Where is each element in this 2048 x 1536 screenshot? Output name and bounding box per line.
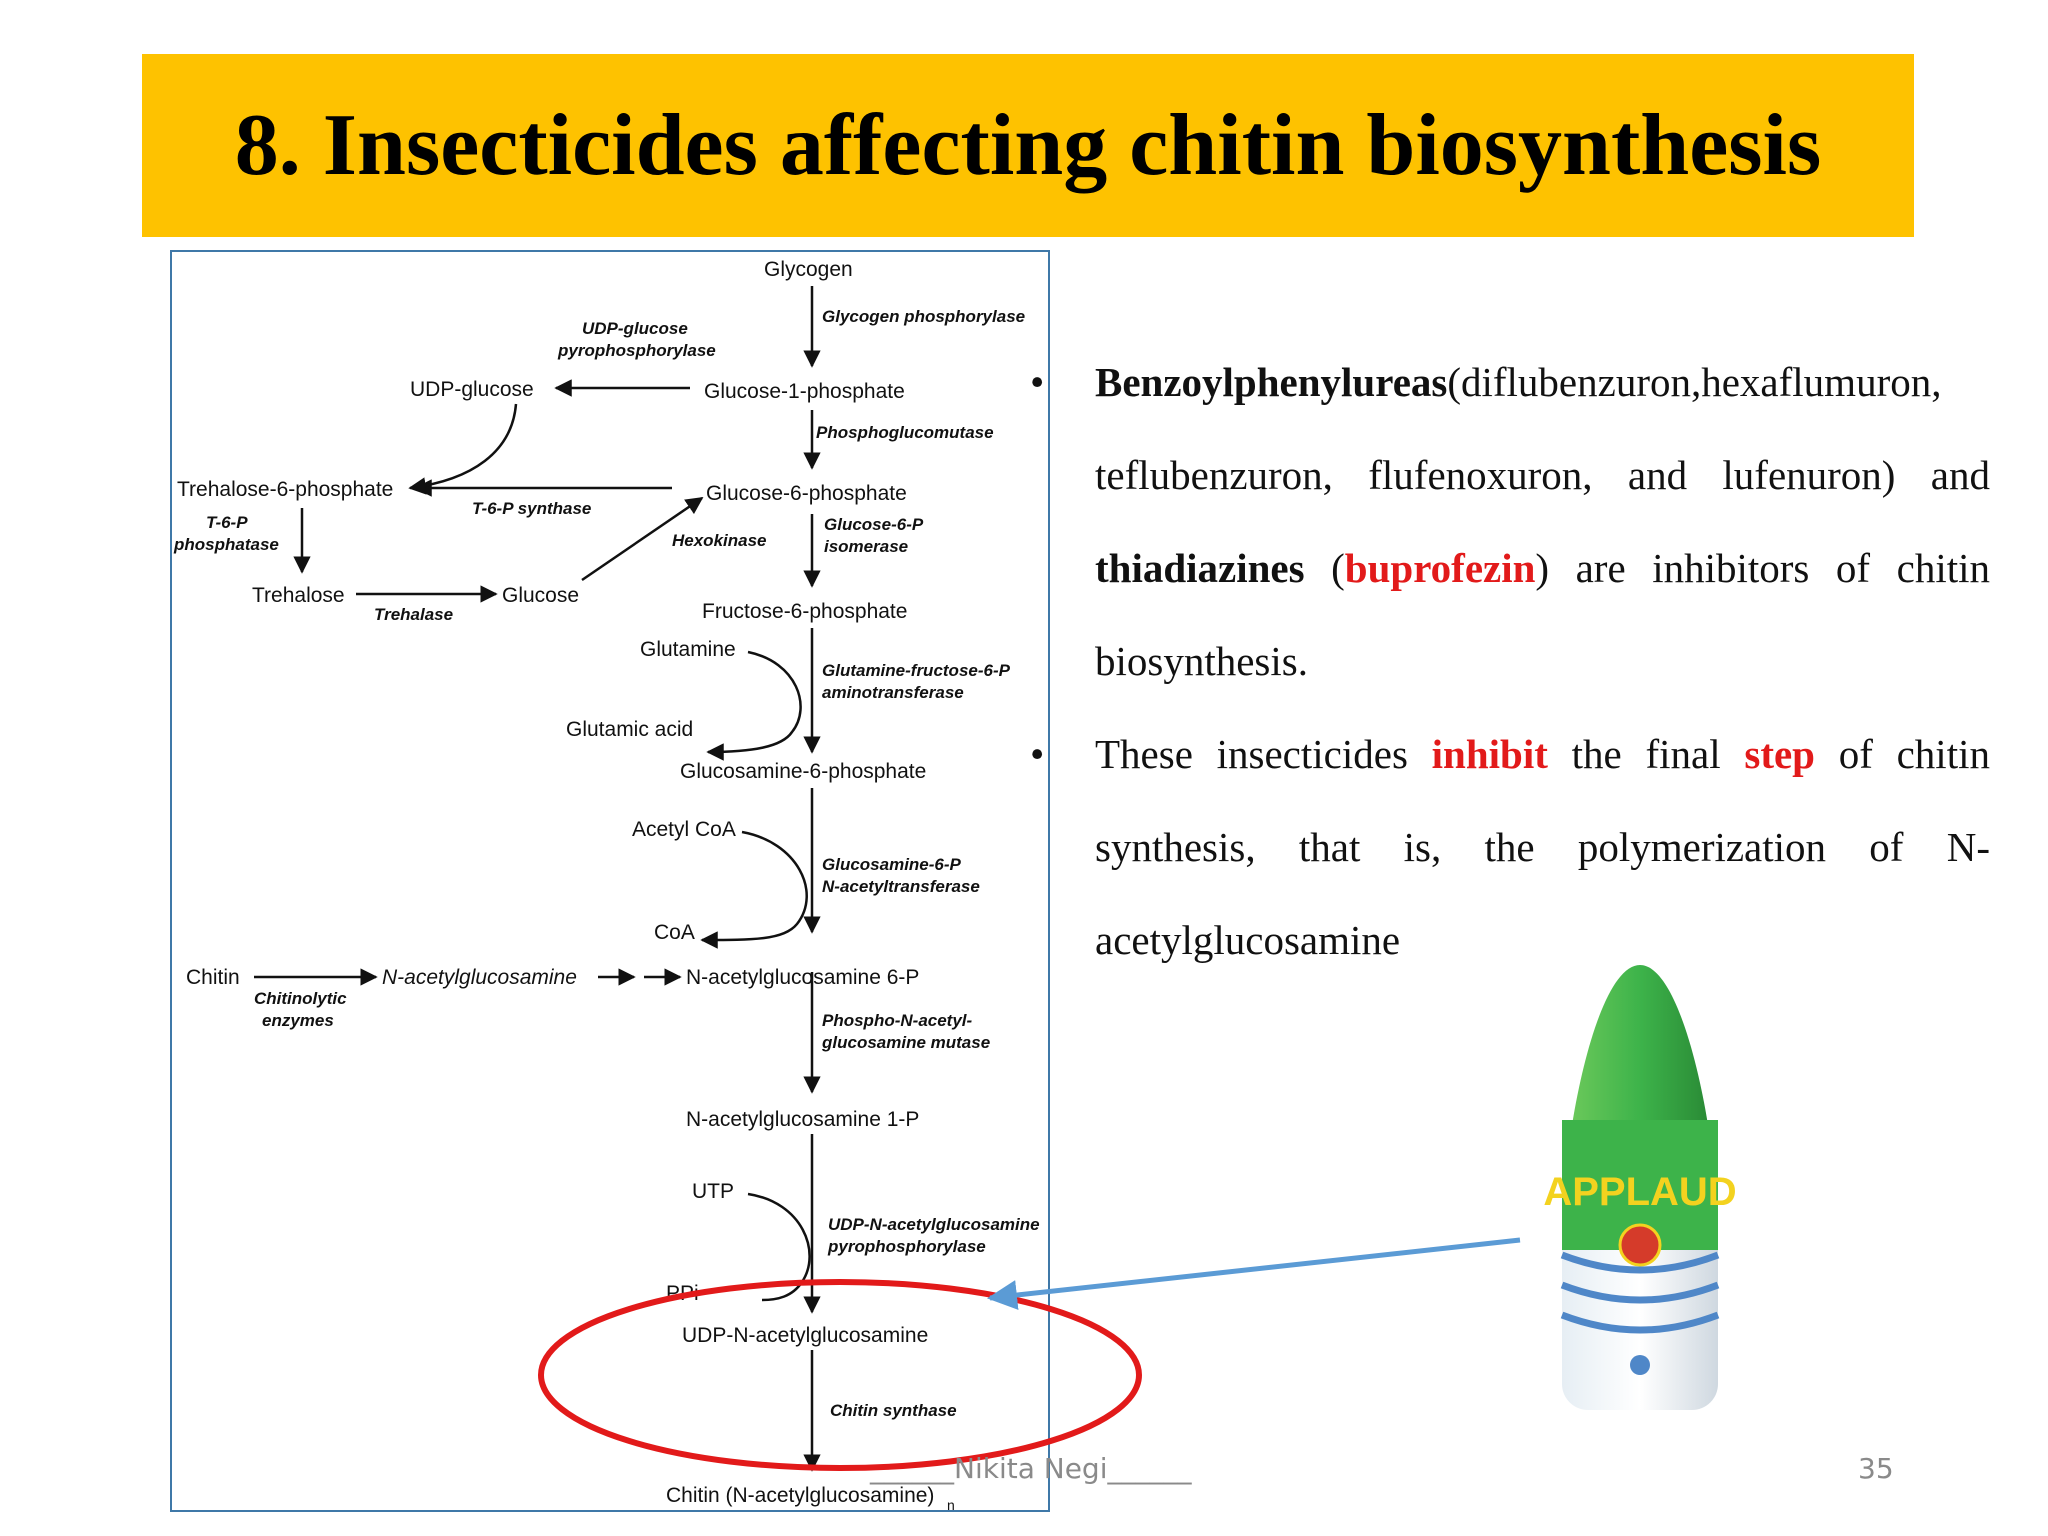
pathway-svg: Glycogen UDP-glucose Glucose-1-phosphate… [173,258,1142,1513]
node-udp-n-acetylglucosamine: UDP-N-acetylglucosamine [682,1324,928,1347]
enzyme-t6p-phosphatase-2: phosphatase [173,535,279,554]
node-n-acetylglucosamine-6p: N-acetylglucosamine 6-P [686,966,919,989]
enzyme-glucose-6p-isomerase-2: isomerase [824,537,908,556]
enzyme-udp-glucose-pyro-1: UDP-glucose [582,319,688,338]
term-inhibit: inhibit [1431,731,1548,777]
enzyme-hexokinase: Hexokinase [672,531,767,550]
node-acetyl-coa: Acetyl CoA [632,818,736,841]
bullet-dot: • [1030,731,1045,777]
enzyme-gfat-1: Glutamine-fructose-6-P [822,661,1011,680]
node-glucosamine-6-phosphate: Glucosamine-6-phosphate [680,760,926,783]
term-thiadiazines: thiadiazines [1095,545,1305,591]
node-n-acetylglucosamine: N-acetylglucosamine [382,966,577,989]
node-glucose: Glucose [502,584,579,607]
node-glucose-1-phosphate: Glucose-1-phosphate [704,380,905,403]
node-chitin-product-subscript: n [947,1497,955,1513]
enzyme-agm-1: Phospho-N-acetyl- [822,1011,973,1030]
enzyme-chitin-synthase: Chitin synthase [830,1401,957,1420]
bullet-item-inhibit: • These insecticides inhibit the final s… [1020,708,1990,987]
node-trehalose-6-phosphate: Trehalose-6-phosphate [177,478,393,501]
node-glutamine: Glutamine [640,638,736,661]
node-glutamic-acid: Glutamic acid [566,718,693,741]
footer-author: ______Nikita Negi______ [870,1452,1192,1485]
title-banner: 8. Insecticides affecting chitin biosynt… [142,54,1914,237]
applaud-bottle-image: APPLAUD [1543,965,1737,1410]
chitin-pathway-diagram: Glycogen UDP-glucose Glucose-1-phosphate… [170,250,1142,1513]
node-chitin: Chitin [186,966,240,989]
enzyme-agm-2: glucosamine mutase [821,1033,990,1052]
bullet-text: These insecticides [1095,731,1432,777]
node-udp-glucose: UDP-glucose [410,378,534,401]
main-pathway-arrows [254,286,821,1472]
enzyme-gfat-2: aminotransferase [822,683,964,702]
enzyme-chitinolytic-2: enzymes [262,1011,334,1030]
enzyme-phosphoglucomutase: Phosphoglucomutase [816,423,994,442]
node-trehalose: Trehalose [252,584,345,607]
enzyme-trehalase: Trehalase [374,605,453,624]
node-coa: CoA [654,921,695,944]
node-glycogen: Glycogen [764,258,853,281]
enzyme-t6p-synthase: T-6-P synthase [472,499,591,518]
bullet-item-benzoylphenylureas: • Benzoylphenylureas(diflubenzuron,hexaf… [1020,336,1990,708]
bullet-text: ( [1304,545,1345,591]
slide-title: 8. Insecticides affecting chitin biosynt… [234,97,1822,194]
enzyme-chitinolytic-1: Chitinolytic [254,989,347,1008]
enzyme-uap-1: UDP-N-acetylglucosamine [828,1215,1040,1234]
enzyme-t6p-phosphatase-1: T-6-P [206,513,248,532]
term-benzoylphenylureas: Benzoylphenylureas [1095,359,1448,405]
enzyme-udp-glucose-pyro-2: pyrophosphorylase [557,341,716,360]
enzyme-uap-2: pyrophosphorylase [827,1237,986,1256]
bullet-dot: • [1030,359,1045,405]
highlight-ellipse [538,1279,1142,1471]
node-fructose-6-phosphate: Fructose-6-phosphate [702,600,907,623]
node-utp: UTP [692,1180,734,1203]
bullet-text: (diflubenzuron,hexaflumuron, teflubenzur… [1095,359,1990,498]
enzyme-glycogen-phosphorylase: Glycogen phosphorylase [822,307,1025,326]
enzyme-gna-2: N-acetyltransferase [822,877,980,896]
bullet-text: ) are inhibitors of chitin biosynthesis. [1095,545,1990,684]
page-number: 35 [1858,1452,1894,1485]
node-chitin-product: Chitin (N-acetylglucosamine) [666,1484,934,1507]
pointer-arrow [987,1237,1521,1310]
bullet-text: the final [1547,731,1745,777]
enzyme-glucose-6p-isomerase-1: Glucose-6-P [824,515,924,534]
term-step: step [1744,731,1815,777]
node-glucose-6-phosphate: Glucose-6-phosphate [706,482,907,505]
bullet-list: • Benzoylphenylureas(diflubenzuron,hexaf… [1020,336,1990,987]
term-buprofezin: buprofezin [1344,545,1536,591]
bullet-text: of chitin synthesis, that is, the polyme… [1095,731,1990,963]
enzyme-gna-1: Glucosamine-6-P [822,855,962,874]
bottle-brand-text: APPLAUD [1543,1170,1736,1214]
node-n-acetylglucosamine-1p: N-acetylglucosamine 1-P [686,1108,919,1131]
